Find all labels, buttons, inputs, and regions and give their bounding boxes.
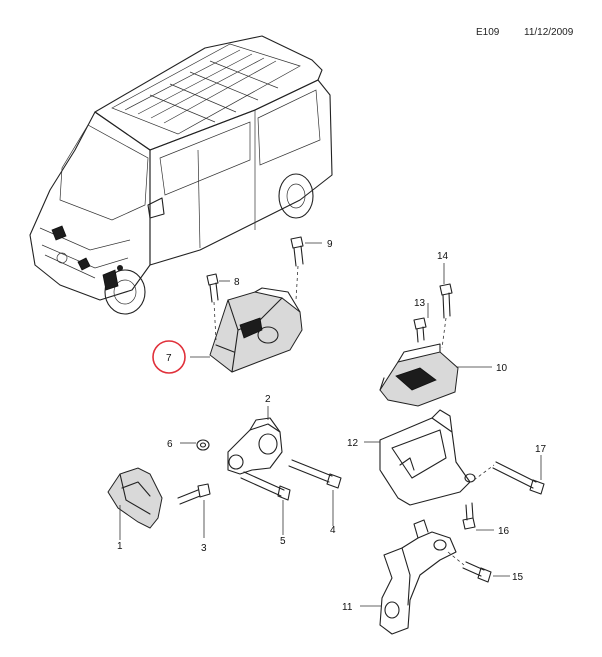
bracket-11[interactable] (379, 519, 457, 635)
bolt-5[interactable] (240, 471, 291, 501)
callout-1: 1 (117, 541, 123, 552)
callout-10: 10 (496, 363, 508, 374)
bolt-16[interactable] (462, 502, 476, 530)
callout-12: 12 (347, 438, 359, 449)
callout-4: 4 (330, 525, 336, 536)
engine-mount-7[interactable] (209, 287, 303, 373)
mount-bracket-10[interactable] (379, 343, 459, 407)
washer-6[interactable] (196, 439, 210, 451)
callout-17: 17 (535, 444, 547, 455)
bolt-17[interactable] (492, 461, 545, 495)
bolt-14[interactable] (439, 283, 453, 319)
callout-5: 5 (280, 536, 286, 547)
bracket-12[interactable] (379, 409, 476, 506)
callout-8: 8 (234, 277, 240, 288)
diagram-code: E109 (476, 27, 500, 38)
callout-2: 2 (265, 394, 271, 405)
callout-7-highlight (152, 340, 186, 374)
bolt-13[interactable] (413, 317, 427, 343)
mount-1[interactable] (107, 467, 163, 529)
callout-9: 9 (327, 239, 333, 250)
callout-3: 3 (201, 543, 207, 554)
callout-7: 7 (166, 353, 172, 364)
callout-6: 6 (167, 439, 173, 450)
callout-15: 15 (512, 572, 524, 583)
callout-14: 14 (437, 251, 449, 262)
callout-11: 11 (342, 602, 353, 613)
bolt-15[interactable] (462, 561, 492, 583)
van-illustration (29, 35, 333, 315)
torque-rod-2[interactable] (227, 417, 283, 475)
bolt-9[interactable] (290, 236, 304, 267)
diagram-date: 11/12/2009 (524, 27, 574, 38)
callout-16: 16 (498, 526, 510, 537)
bolt-8[interactable] (206, 273, 219, 303)
bolt-3[interactable] (177, 483, 211, 505)
bolt-4[interactable] (288, 459, 342, 489)
callout-13: 13 (414, 298, 426, 309)
